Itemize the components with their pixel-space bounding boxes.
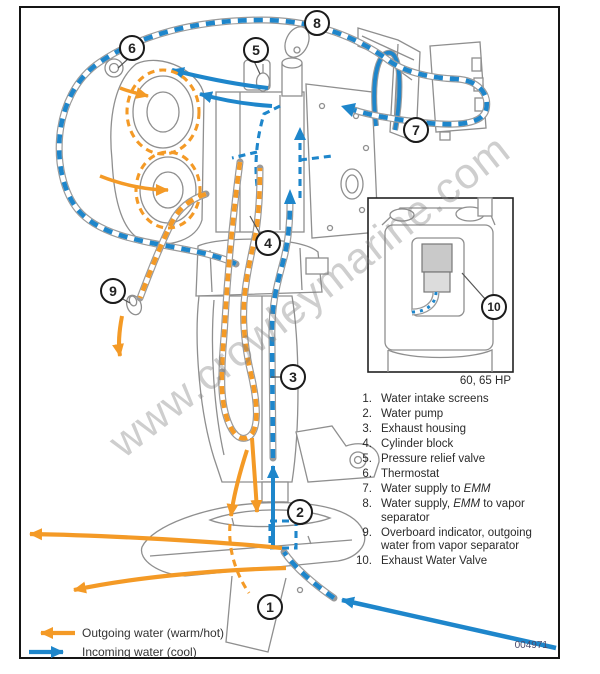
incoming-arrow-icon <box>29 646 64 658</box>
parts-list-item: 10.Exhaust Water Valve <box>356 555 488 567</box>
inset-figure <box>367 197 514 373</box>
legend-outgoing-label: Outgoing water (warm/hot) <box>82 626 225 640</box>
outgoing-arrow-icon <box>40 627 75 639</box>
parts-list-item: 7.Water supply to EMM <box>362 483 491 495</box>
flywheel-housing <box>110 59 205 245</box>
parts-list-item: 4.Cylinder block <box>362 438 454 450</box>
callout-6: 6 <box>119 35 145 61</box>
document-number: 004971 <box>514 640 548 651</box>
diagram-border-frame <box>19 6 560 659</box>
callout-5: 5 <box>243 37 269 63</box>
callout-3: 3 <box>280 364 306 390</box>
parts-list-item: 6.Thermostat <box>362 468 440 480</box>
callout-2: 2 <box>287 499 313 525</box>
parts-list-item: 1.Water intake screens <box>362 393 489 405</box>
parts-list: 1.Water intake screens 2.Water pump 3.Ex… <box>346 393 562 570</box>
callout-4: 4 <box>255 230 281 256</box>
callout-7: 7 <box>403 117 429 143</box>
parts-list-item: 2.Water pump <box>362 408 444 420</box>
parts-list-item: 8.Water supply, EMM to vapor separator <box>362 498 525 524</box>
incoming-water-hoses <box>59 20 557 651</box>
engine-block <box>215 26 379 239</box>
inset-caption: 60, 65 HP <box>459 375 511 387</box>
callout-9: 9 <box>100 278 126 304</box>
parts-list-item: 5.Pressure relief valve <box>362 453 486 465</box>
callout-10: 10 <box>481 294 507 320</box>
legend-outgoing-row: Outgoing water (warm/hot) <box>28 626 224 640</box>
callout-1: 1 <box>257 594 283 620</box>
outgoing-water-hoses <box>29 68 287 594</box>
lifting-bracket <box>357 27 421 143</box>
callout-8: 8 <box>304 10 330 36</box>
parts-list-item: 9.Overboard indicator, outgoing water fr… <box>362 526 532 553</box>
parts-list-item: 3.Exhaust housing <box>362 423 467 435</box>
emm-module <box>429 41 487 141</box>
legend-incoming-label: Incoming water (cool) <box>82 645 197 659</box>
thermostat-part <box>104 58 124 78</box>
legend-incoming-row: Incoming water (cool) <box>28 645 197 659</box>
